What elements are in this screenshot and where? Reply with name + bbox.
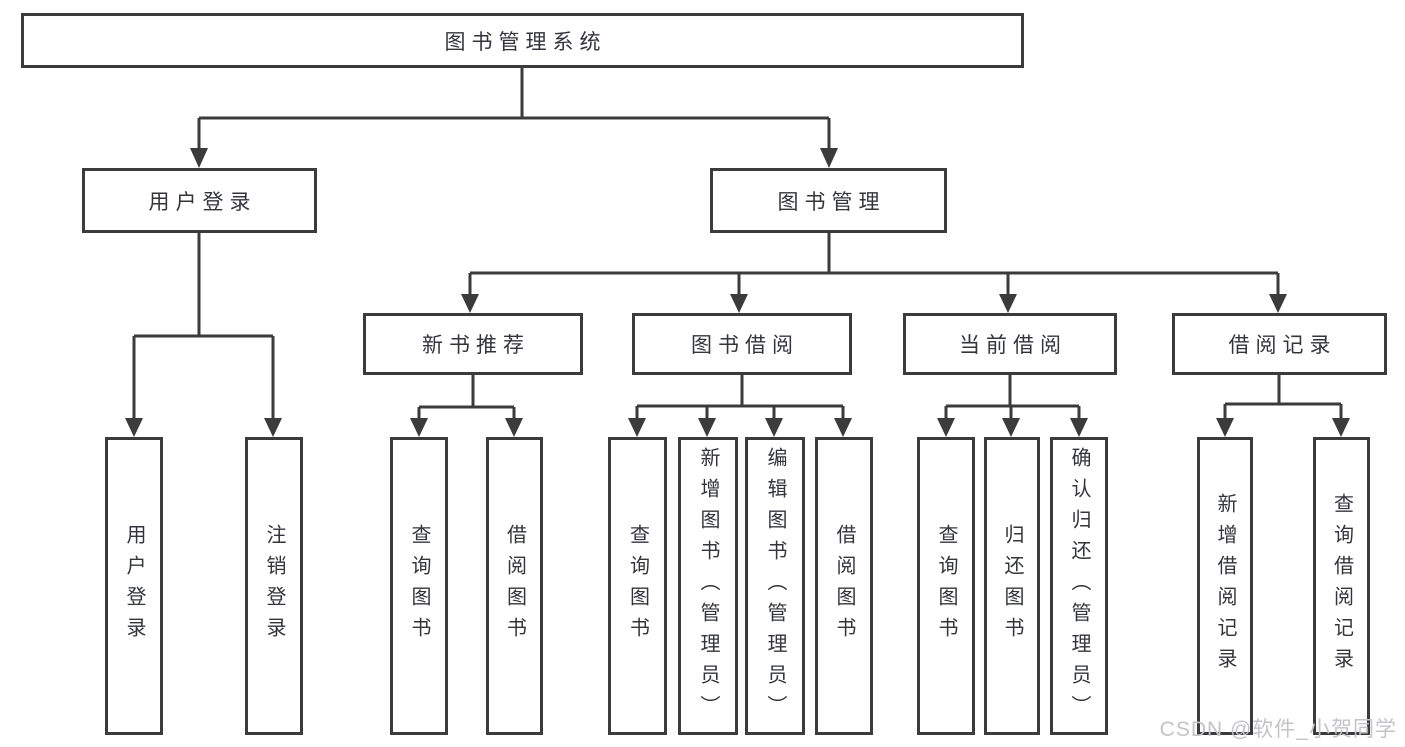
leaf-add-book-admin: 新增图书（管理员） — [678, 437, 738, 735]
node-new-book-recommendation: 新书推荐 — [363, 313, 583, 375]
leaf-query-books-2: 查询图书 — [608, 437, 667, 735]
node-user-login: 用户登录 — [82, 168, 317, 233]
leaf-add-borrow-record: 新增借阅记录 — [1197, 437, 1253, 735]
leaf-query-books-1: 查询图书 — [390, 437, 448, 735]
node-book-management: 图书管理 — [710, 168, 947, 233]
leaf-query-books-3: 查询图书 — [917, 437, 975, 735]
leaf-user-login: 用户登录 — [105, 437, 163, 735]
node-borrowing-records: 借阅记录 — [1172, 313, 1387, 375]
node-book-borrowing: 图书借阅 — [632, 313, 852, 375]
node-current-borrowing: 当前借阅 — [903, 313, 1117, 375]
csdn-watermark: CSDN @软件_小贺同学 — [1159, 718, 1397, 741]
node-library-management-system: 图书管理系统 — [21, 13, 1024, 68]
leaf-query-borrow-record: 查询借阅记录 — [1313, 437, 1370, 735]
leaf-edit-book-admin: 编辑图书（管理员） — [745, 437, 805, 735]
leaf-return-book: 归还图书 — [984, 437, 1040, 735]
leaf-borrow-books-1: 借阅图书 — [486, 437, 543, 735]
leaf-confirm-return-admin: 确认归还（管理员） — [1050, 437, 1108, 735]
leaf-borrow-books-2: 借阅图书 — [815, 437, 873, 735]
leaf-logout: 注销登录 — [245, 437, 303, 735]
